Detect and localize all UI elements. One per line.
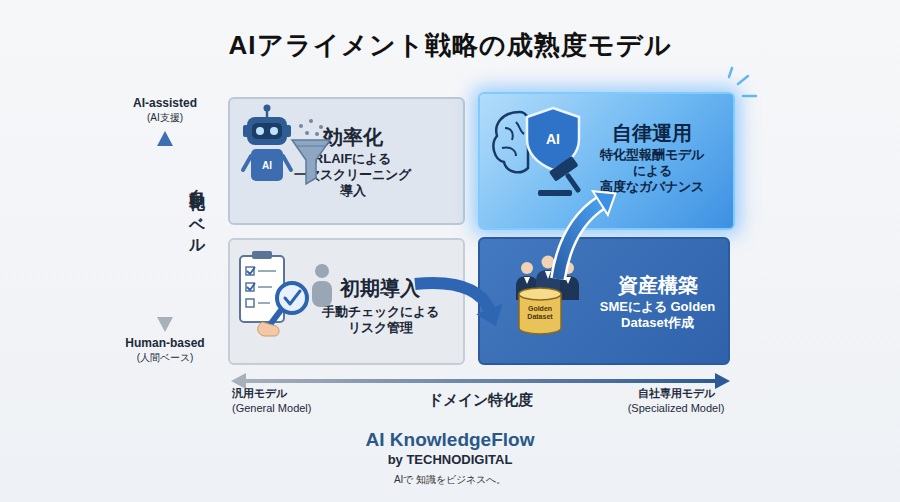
database-icon: [519, 288, 561, 334]
gavel-icon: [549, 156, 579, 182]
brain-icon: [502, 122, 524, 156]
axis-end-label: 汎用モデル: [232, 386, 287, 400]
quadrant-description: 手動チェックによる リスク管理: [315, 304, 445, 336]
magnifier-icon: [258, 322, 279, 336]
axis-end-sublabel: (AI支援): [147, 111, 183, 124]
sparkle-lines: [743, 95, 756, 98]
magnifier-icon: [269, 310, 281, 326]
person-silhouette: [315, 264, 329, 278]
funnel-icon: [299, 124, 303, 128]
flow-arrow-line: [415, 283, 490, 311]
funnel-icon: [292, 119, 330, 184]
axis-end-sublabel: (Specialized Model): [628, 401, 725, 415]
axis-end-label: Human-based: [125, 336, 204, 351]
y-axis-arrow: [157, 317, 173, 332]
quadrant-description: 特化型報酬モデル による 高度なガバナンス: [587, 147, 717, 195]
gavel-icon: [538, 156, 591, 200]
funnel-icon: [297, 146, 325, 147]
sparkle-lines: [729, 68, 756, 96]
brain-icon: [493, 112, 528, 172]
brand-company: by TECHNODIGITAL: [388, 452, 513, 468]
sparkle-lines: [738, 76, 748, 84]
axis-end-label: AI-assisted: [133, 96, 197, 111]
axis-end-sublabel: (General Model): [232, 401, 311, 415]
experts-icon: [524, 277, 530, 284]
flow-arrow-outline: [558, 202, 602, 279]
funnel-icon: [292, 140, 330, 184]
robot-icon: [252, 123, 282, 139]
x-axis-arrow: [231, 373, 246, 389]
robot-icon: [247, 117, 287, 145]
flow-arrow-head: [476, 304, 502, 326]
axis-end-sublabel: (人間ベース): [137, 351, 194, 364]
flow-arrow-head: [593, 191, 616, 215]
robot-icon: [256, 127, 264, 135]
funnel-icon: [305, 131, 309, 135]
y-axis-arrow: [163, 142, 167, 320]
brain-icon: [493, 112, 528, 172]
person-silhouette: [312, 281, 332, 307]
checklist-icon: [258, 286, 272, 288]
robot-icon: [243, 105, 291, 182]
checklist-icon: [246, 299, 254, 307]
gavel-icon: [538, 190, 572, 196]
axis-title: ドメイン特化度: [428, 390, 533, 409]
magnifier-icon: [277, 283, 307, 313]
robot-icon: [243, 156, 251, 170]
quadrant-heading: 資産構築: [585, 273, 730, 297]
funnel-icon: [309, 119, 313, 123]
checklist-icon: [258, 302, 270, 304]
diagram-title: AIアライメント戦略の成熟度モデル: [0, 28, 900, 62]
checklist-icon: [247, 267, 255, 290]
brand-tagline: AIで 知識をビジネスへ。: [394, 473, 506, 486]
quadrant-description: SMEによる Golden Dataset作成: [585, 299, 730, 331]
quadrant-heading: 自律運用: [587, 121, 717, 145]
robot-icon: [251, 149, 283, 181]
sparkle-lines: [729, 68, 732, 77]
checklist-icon: [258, 270, 276, 272]
y-axis-arrow: [157, 131, 173, 332]
axis-title: 自動化レベル: [187, 176, 207, 248]
database-icon: [519, 288, 561, 300]
flow-arrow: [558, 191, 615, 279]
experts-icon: [521, 262, 533, 274]
person-silhouette: [312, 264, 332, 307]
brand-name: AI KnowledgeFlow: [366, 428, 535, 452]
magnifier-icon: [258, 283, 307, 336]
magnifier-icon: [285, 291, 300, 304]
checklist-icon: [252, 251, 272, 259]
y-axis-arrow: [157, 131, 173, 146]
funnel-icon: [315, 132, 319, 136]
funnel-icon: [319, 125, 323, 129]
flow-arrow: [415, 283, 502, 326]
x-axis-arrow: [715, 373, 730, 389]
x-axis-arrow: [231, 373, 730, 389]
quadrant-box: 資産構築SMEによる Golden Dataset作成: [478, 237, 730, 365]
robot-icon: [264, 105, 271, 112]
flow-arrow-line: [558, 202, 602, 279]
axis-end-label: 自社専用モデル: [638, 386, 715, 400]
robot-icon: [283, 156, 291, 170]
x-axis-arrow: [243, 379, 717, 383]
robot-icon: [270, 127, 278, 135]
